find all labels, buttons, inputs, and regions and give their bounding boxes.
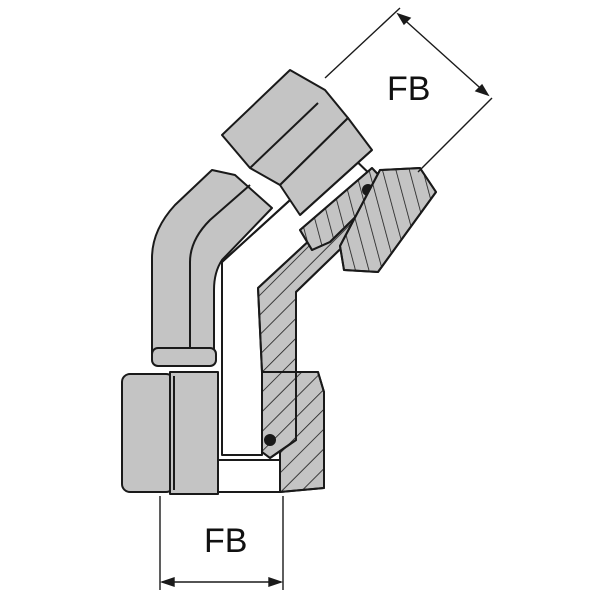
bottom-dimension-label: FB [204,522,247,560]
top-dimension-line [397,13,489,96]
upper-nut-exterior [221,69,373,216]
bottom-dimension [159,496,284,590]
fitting-body [121,69,437,495]
tube-exterior [151,169,273,367]
top-extension-line-2 [417,97,493,173]
top-dimension [324,7,493,173]
top-extension-line-1 [324,7,401,79]
bottom-arrow-head-1 [159,577,175,587]
upper-nut-section [339,167,437,273]
bottom-nut-exterior [121,371,219,495]
top-arrow-head-1 [396,12,412,26]
top-dimension-label: FB [387,70,430,108]
bottom-arrow-head-2 [268,577,284,587]
top-arrow-head-2 [474,83,490,97]
